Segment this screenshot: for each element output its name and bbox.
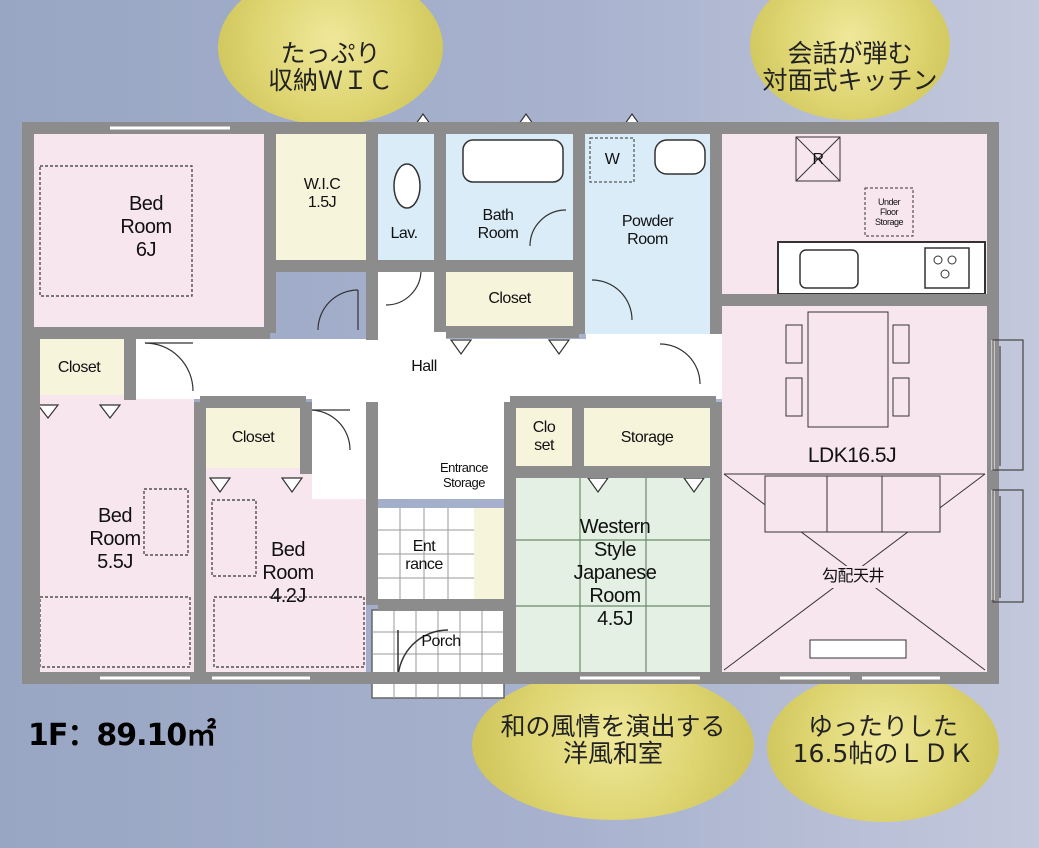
under-floor-storage-label: Under Floor Storage (874, 197, 904, 227)
washitsu-callout-bubble (472, 670, 754, 820)
closet-left-label: Closet (57, 359, 101, 376)
kitchen-callout-text: 会話が弾む 対面式キッチン (762, 39, 938, 95)
sloped-ceiling-label: 勾配天井 (808, 566, 898, 588)
ldk-label: LDK16.5J (807, 443, 897, 467)
washitsu-callout-text: 和の風情を演出する 洋風和室 (500, 712, 726, 768)
wic-callout-text: たっぷり 収納ＷＩＣ (267, 39, 393, 95)
closet-mid-label: Closet (231, 429, 275, 446)
entrance-storage-label: Entrance Storage (439, 460, 489, 490)
washer-mark: W (604, 151, 620, 168)
ldk-callout-bubble (767, 672, 999, 822)
bedroom-55j-label: Bed Room 5.5J (89, 504, 141, 573)
floor-area-label: 1F：89.10㎡ (28, 718, 216, 753)
porch-label: Porch (421, 633, 461, 650)
bedroom-6j-label: Bed Room 6J (120, 192, 172, 261)
bathroom-label: Bath Room (477, 207, 519, 242)
closet-small-label: Clo set (532, 419, 556, 454)
lavatory-label: Lav. (390, 225, 418, 242)
wic-callout-bubble (218, 0, 443, 125)
wic-label: W.I.C 1.5J (303, 176, 341, 211)
ldk-callout-text: ゆったりした 16.5帖のＬＤＫ (792, 712, 974, 768)
powder-room-label: Powder Room (621, 213, 674, 248)
refrigerator-mark: R (812, 151, 824, 168)
closet-center-label: Closet (488, 290, 531, 307)
storage-label: Storage (620, 429, 674, 446)
bedroom-42j-label: Bed Room 4.2J (262, 538, 314, 607)
entrance-label: Ent rance (405, 538, 443, 573)
kitchen-callout-bubble (750, 0, 950, 120)
hall-label: Hall (411, 358, 437, 375)
western-japanese-room-label: Western Style Japanese Room 4.5J (573, 515, 657, 630)
